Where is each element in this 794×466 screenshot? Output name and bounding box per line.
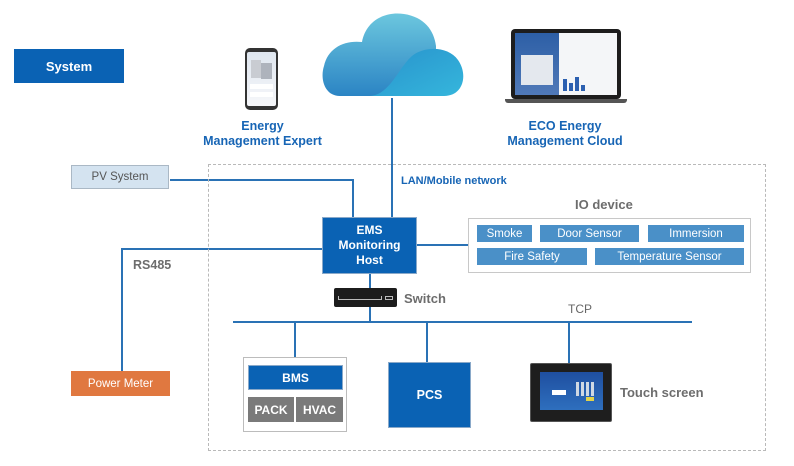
io-device-title: IO device — [575, 197, 633, 212]
system-badge: System — [14, 49, 124, 83]
cloud-icon — [322, 13, 464, 96]
rs485-line — [121, 248, 322, 371]
phone-icon — [245, 48, 278, 110]
mobile-app-label: Energy Management Expert — [203, 119, 322, 148]
pcs-box: PCS — [388, 362, 471, 428]
io-smoke: Smoke — [477, 225, 532, 242]
pack-box: PACK — [248, 397, 294, 422]
lan-network-label: LAN/Mobile network — [401, 175, 507, 187]
tcp-label: TCP — [568, 302, 592, 316]
site-boundary — [208, 164, 766, 451]
io-immersion: Immersion — [648, 225, 744, 242]
ems-monitoring-host: EMS Monitoring Host — [322, 217, 417, 274]
cloud-platform-label: ECO Energy Management Cloud — [507, 119, 623, 148]
switch-label: Switch — [404, 291, 446, 306]
pv-system-box: PV System — [71, 165, 169, 189]
switch-icon — [334, 288, 397, 307]
io-temperature-sensor: Temperature Sensor — [595, 248, 744, 265]
hvac-box: HVAC — [296, 397, 343, 422]
touch-screen-icon — [530, 363, 612, 422]
io-fire-safety: Fire Safety — [477, 248, 587, 265]
touch-screen-label: Touch screen — [620, 385, 704, 400]
pv-line — [170, 179, 354, 217]
bms-box: BMS — [248, 365, 343, 390]
laptop-icon — [505, 29, 627, 104]
power-meter-box: Power Meter — [71, 371, 170, 396]
rs485-label: RS485 — [133, 258, 172, 272]
io-door-sensor: Door Sensor — [540, 225, 639, 242]
